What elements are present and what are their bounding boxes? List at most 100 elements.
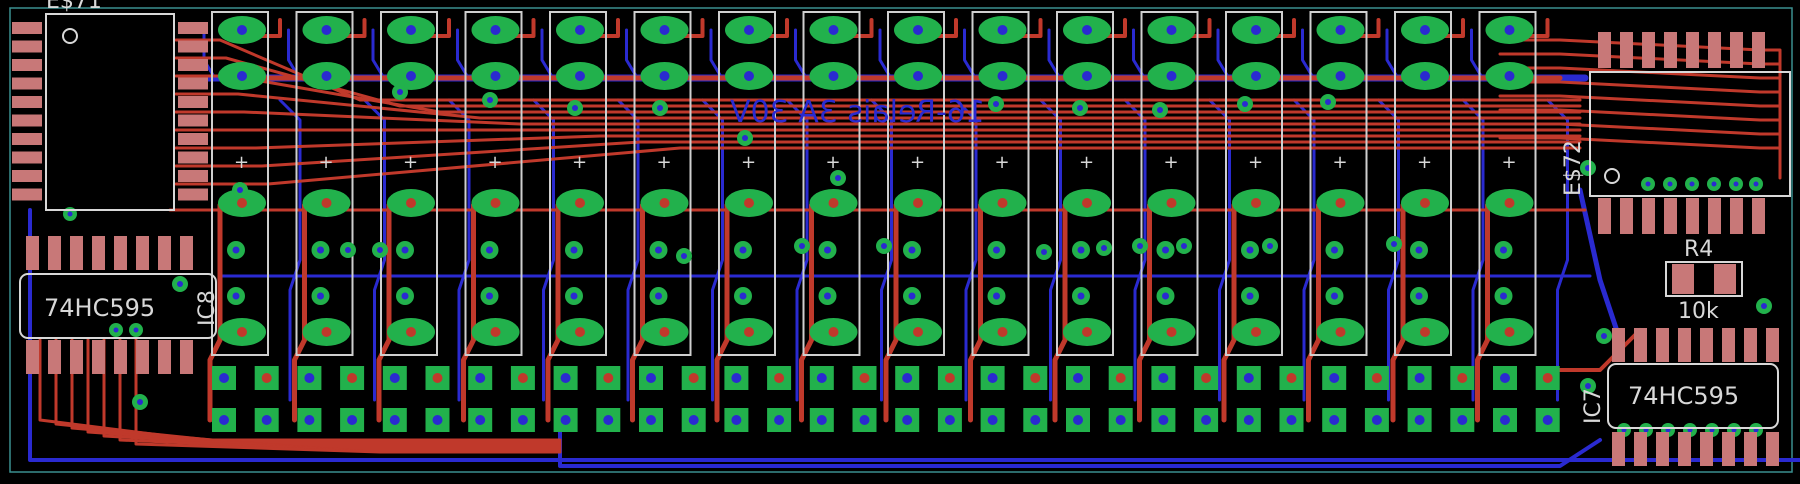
ic8-pad — [26, 340, 39, 374]
relay-drill — [490, 327, 501, 337]
relay-drill — [1420, 327, 1430, 337]
relay-outline — [633, 11, 692, 356]
header-pin-drill — [1414, 373, 1425, 383]
relay-trace-red-top — [258, 18, 282, 38]
header-pin-drill — [603, 373, 614, 383]
relay: + — [549, 11, 607, 356]
relay-drill — [744, 327, 754, 337]
header-pin-drill — [816, 415, 827, 425]
ic72-pad — [1598, 32, 1611, 68]
via-drill — [177, 281, 183, 287]
header-pin-drill — [1500, 415, 1510, 425]
via-drill — [993, 101, 999, 107]
relay-drill — [321, 327, 332, 337]
via-drill — [1101, 245, 1107, 251]
coil-drill — [1077, 292, 1085, 300]
ic-route-red — [174, 146, 1582, 186]
relay-drill — [913, 327, 923, 337]
coil-drill — [317, 246, 324, 254]
relay-outline — [971, 11, 1030, 356]
ic71-pad — [178, 188, 208, 201]
coil-drill — [232, 292, 240, 300]
pin-header — [63, 177, 1763, 437]
relay-drill — [490, 71, 501, 81]
ic8-pad — [48, 236, 61, 270]
coil-drill — [232, 246, 240, 254]
coil-drill — [739, 292, 747, 300]
ic7-pad — [1744, 432, 1757, 466]
relay-drill — [659, 25, 670, 35]
header-pin-drill — [304, 373, 315, 383]
relay-outline — [211, 11, 269, 356]
ic8-pad — [114, 340, 127, 374]
ic7-pad — [1612, 432, 1625, 466]
relay: + — [1056, 11, 1114, 356]
ic71-pad — [178, 114, 208, 127]
relay-trace-red-top — [849, 18, 874, 38]
relay-drill — [321, 198, 332, 208]
header-pin-drill — [603, 415, 614, 425]
ic8-route-red — [86, 338, 562, 448]
relay-trace-red-top — [1187, 18, 1212, 38]
ic7-pad — [1612, 328, 1625, 362]
relay-drill — [1335, 25, 1346, 35]
relay-drill — [1082, 327, 1092, 337]
ic-via-drill — [1711, 181, 1717, 187]
header-pin-drill — [347, 415, 358, 425]
relay-drill — [575, 71, 585, 81]
relay-trace-red-top — [934, 18, 958, 38]
ic71-pad — [12, 77, 42, 90]
relay-drill — [490, 25, 501, 35]
relay-outline — [1394, 11, 1452, 356]
relay-drill — [237, 198, 247, 208]
header-pin-drill — [1457, 415, 1468, 425]
ic-via-drill — [1689, 181, 1695, 187]
relay: + — [380, 11, 438, 356]
shift-register-right-body — [1607, 363, 1779, 429]
board-edge-route-blue — [28, 208, 1800, 462]
header-pin-drill — [1201, 415, 1212, 425]
header-pin-drill — [859, 415, 870, 425]
relay-drill — [490, 198, 501, 208]
ic72-pad — [1642, 32, 1655, 68]
via-drill — [1077, 105, 1083, 111]
relay-trace-red-top — [427, 18, 451, 38]
relay-drill — [575, 327, 585, 337]
via-drill — [1391, 241, 1397, 247]
ic8-pad — [92, 340, 105, 374]
relay-center-mark: + — [910, 152, 925, 173]
ic-left-top: E$71 — [12, 0, 208, 211]
header-pin-drill — [560, 415, 571, 425]
ic-via-drill — [1733, 181, 1739, 187]
via-drill — [1157, 107, 1163, 113]
relay: + — [1394, 11, 1452, 356]
ic72-pad — [1620, 32, 1633, 68]
header-pin-drill — [774, 373, 785, 383]
ic72-pad — [1708, 32, 1721, 68]
ic72-route-red — [1498, 136, 1782, 180]
relay: + — [802, 11, 861, 356]
ic71-pad — [12, 133, 42, 145]
relay-trace-red-top — [1441, 18, 1465, 38]
ic-via-drill — [1667, 181, 1673, 187]
relay-center-mark: + — [572, 152, 587, 173]
via-drill — [835, 175, 841, 181]
relay-trace-red — [1475, 202, 1490, 423]
header-pin-drill — [731, 373, 742, 383]
relay-trace-red-top — [680, 18, 705, 38]
ic71-pad — [178, 22, 208, 34]
relay-center-mark: + — [488, 152, 503, 173]
relay-drill — [1335, 198, 1346, 208]
relay-trace-blue — [363, 98, 386, 402]
ic-route-red — [174, 140, 1582, 168]
relay-drill — [828, 25, 839, 35]
header-pin-drill — [816, 373, 827, 383]
relay-trace-red-top — [511, 18, 536, 38]
coil-drill — [1415, 246, 1423, 254]
relay-drill — [1420, 25, 1430, 35]
relay-trace-red-top — [765, 18, 789, 38]
ic8-route-red — [102, 338, 562, 450]
relay-drill — [321, 25, 332, 35]
coil-drill — [1246, 246, 1254, 254]
ic-right-top-label: E$72 — [1561, 140, 1586, 196]
